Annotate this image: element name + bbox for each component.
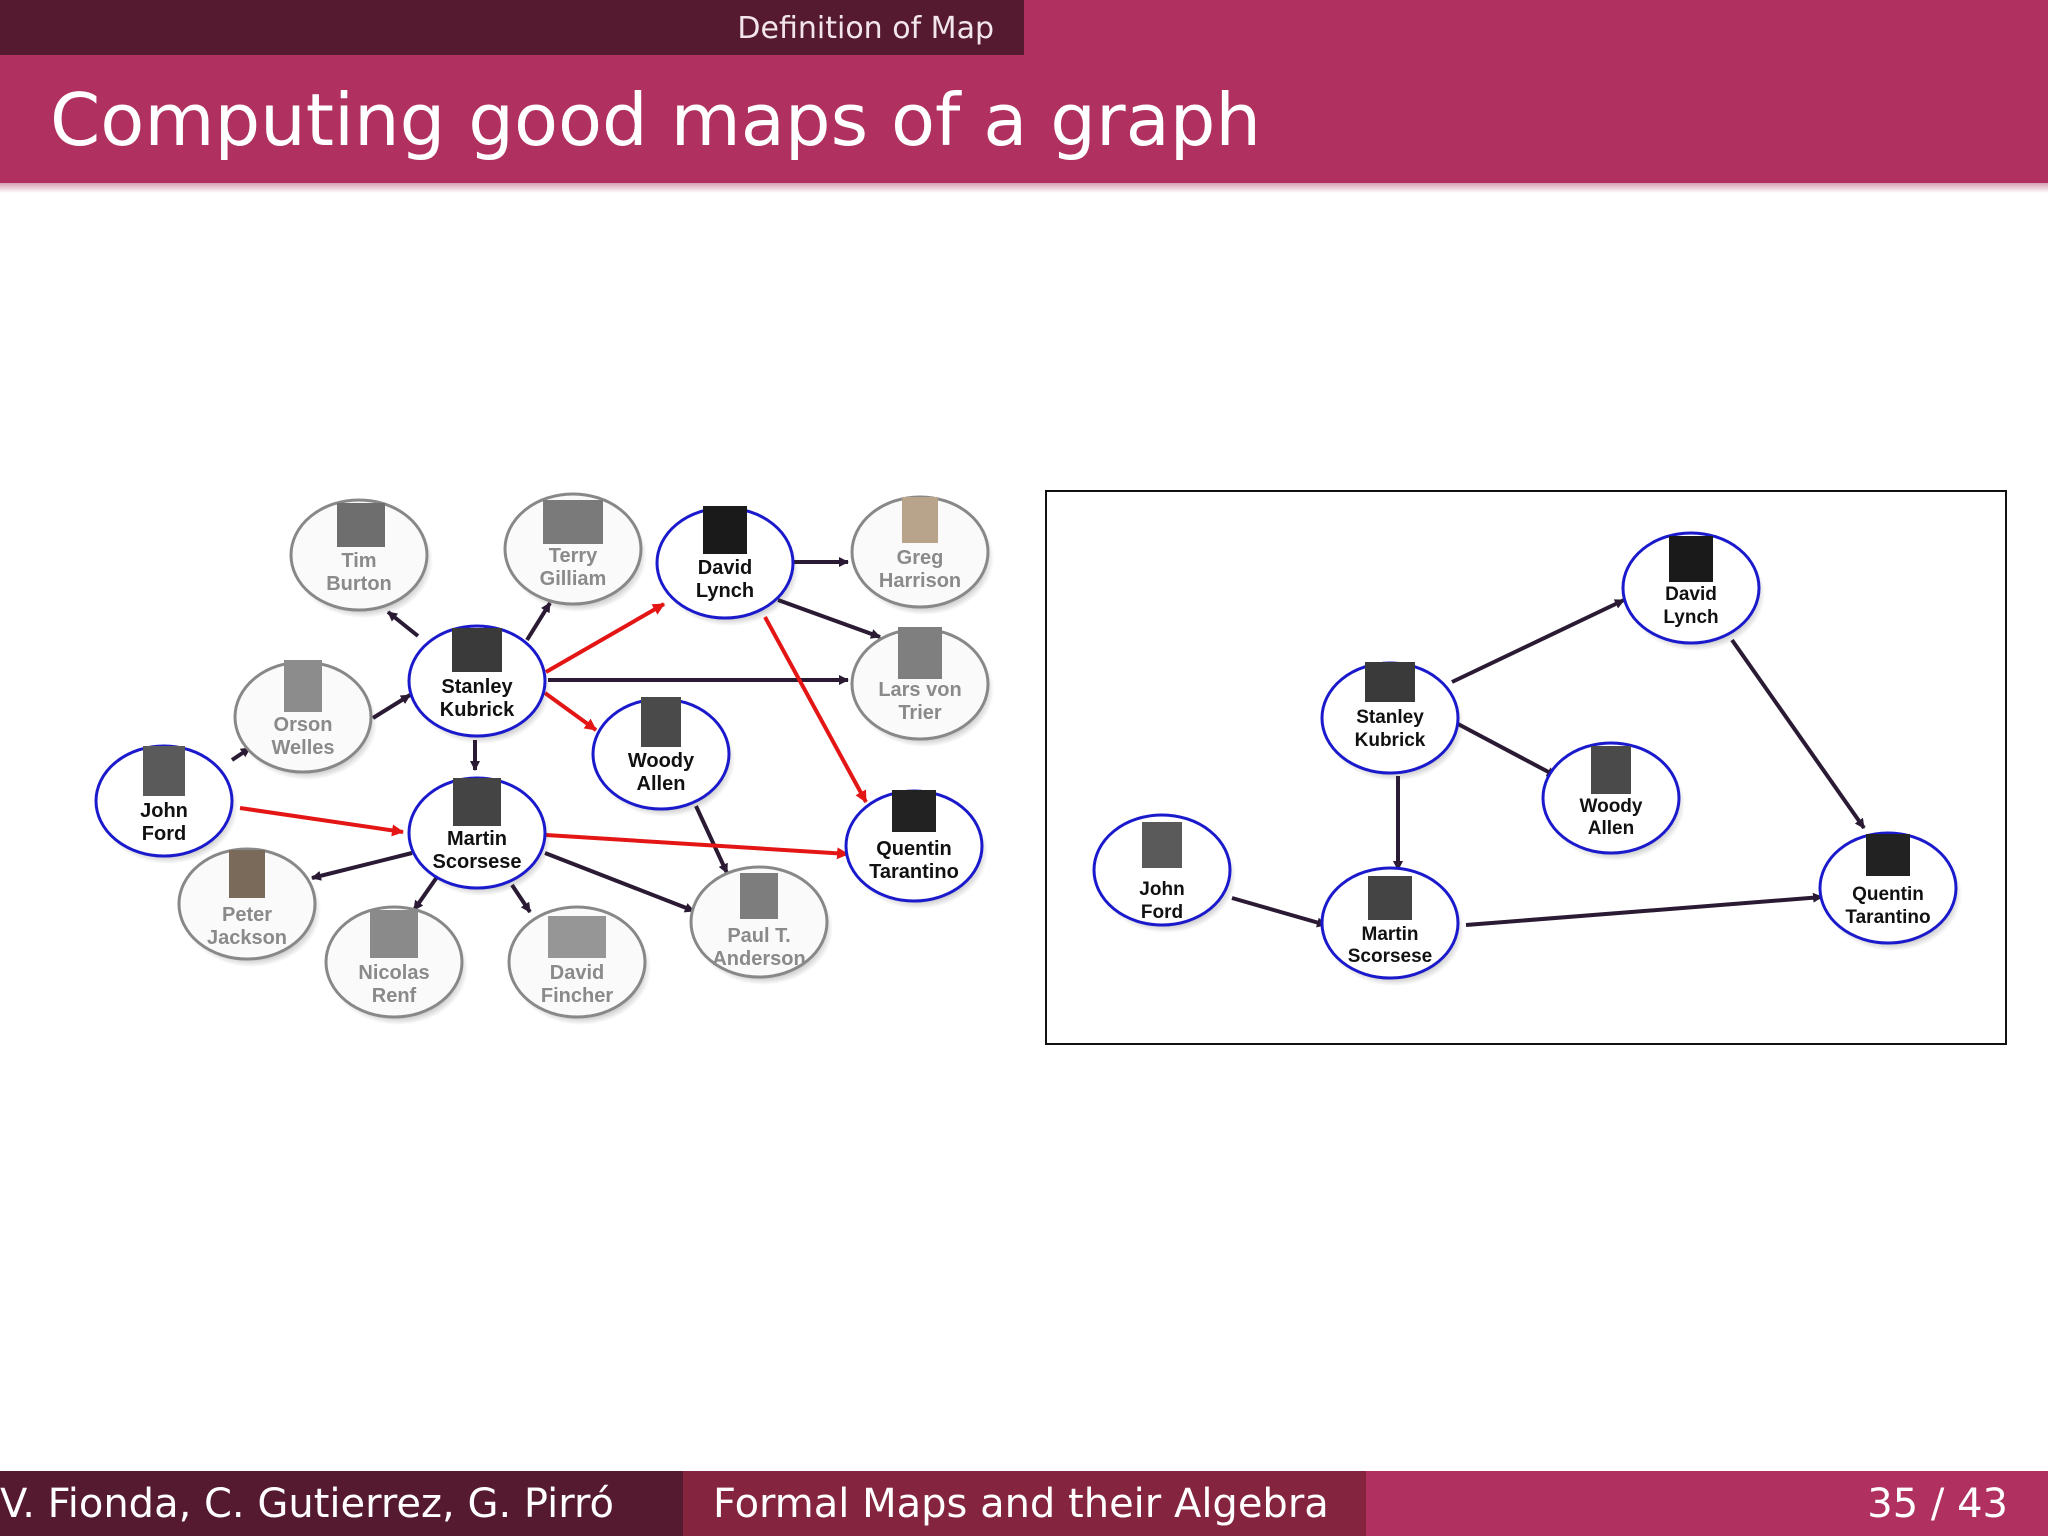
edge-kubrick-burton: [386, 610, 420, 638]
node-terry-gilliam: Terry Gilliam: [503, 492, 647, 612]
node-r-quentin-tarantino: Quentin Tarantino: [1818, 831, 1962, 951]
node-martin-scorsese: Martin Scorsese: [407, 776, 551, 896]
svg-text:John: John: [1139, 879, 1184, 900]
footer: V. Fionda, C. Gutierrez, G. Pirró Formal…: [0, 1471, 2048, 1536]
edge-scorsese-jackson: [311, 851, 413, 881]
svg-text:Lynch: Lynch: [1663, 607, 1718, 628]
node-david-lynch: David Lynch: [655, 506, 799, 626]
svg-text:Fincher: Fincher: [541, 985, 613, 1007]
svg-text:Allen: Allen: [637, 773, 686, 795]
right-graph: David Lynch Stanley Kubrick Woody Allen …: [1045, 490, 2007, 1045]
svg-text:Gilliam: Gilliam: [540, 568, 607, 590]
svg-text:Lynch: Lynch: [696, 580, 754, 602]
footer-authors: V. Fionda, C. Gutierrez, G. Pirró: [0, 1471, 683, 1536]
svg-text:Tarantino: Tarantino: [1845, 907, 1930, 928]
svg-text:Scorsese: Scorsese: [433, 851, 522, 873]
right-graph-frame: [1045, 490, 2007, 1045]
edge-r-scorsese-tarantino: [1465, 892, 1823, 927]
slide-title: Computing good maps of a graph: [50, 78, 1262, 162]
node-nicolas-renf: Nicolas Renf: [324, 905, 468, 1025]
node-peter-jackson: Peter Jackson: [177, 847, 321, 967]
svg-text:Woody: Woody: [628, 750, 695, 772]
svg-text:Kubrick: Kubrick: [440, 699, 515, 721]
edge-lynch-vontrier: [777, 598, 881, 639]
svg-text:Lars von: Lars von: [878, 679, 961, 701]
footer-page-number: 35 / 43: [1366, 1471, 2048, 1536]
node-r-john-ford: John Ford: [1092, 813, 1236, 933]
svg-text:Renf: Renf: [372, 985, 417, 1007]
svg-text:Nicolas: Nicolas: [358, 962, 429, 984]
edge-allen-anderson: [694, 805, 729, 874]
node-john-ford: John Ford: [94, 744, 238, 864]
node-quentin-tarantino: Quentin Tarantino: [844, 789, 988, 909]
svg-text:Quentin: Quentin: [1852, 884, 1924, 905]
edge-r-lynch-tarantino: [1730, 638, 1866, 830]
left-graph: Tim Burton Terry Gilliam Greg Harrison O…: [94, 492, 994, 1025]
svg-text:Paul T.: Paul T.: [727, 925, 790, 947]
node-david-fincher: David Fincher: [507, 905, 651, 1025]
svg-text:Burton: Burton: [326, 573, 392, 595]
node-woody-allen: Woody Allen: [591, 697, 735, 817]
svg-text:John: John: [140, 800, 188, 822]
node-r-david-lynch: David Lynch: [1621, 531, 1765, 651]
svg-text:Quentin: Quentin: [876, 838, 952, 860]
edge-red-scorsese-tarantino: [545, 833, 849, 860]
svg-text:Trier: Trier: [898, 702, 942, 724]
node-r-woody-allen: Woody Allen: [1541, 741, 1685, 861]
svg-text:David: David: [1665, 584, 1717, 605]
svg-text:Ford: Ford: [1141, 902, 1183, 923]
svg-text:Stanley: Stanley: [441, 676, 513, 698]
svg-text:Harrison: Harrison: [879, 570, 961, 592]
title-shadow: [0, 183, 2048, 193]
edge-scorsese-renf: [412, 875, 439, 912]
edge-welles-kubrick: [371, 693, 412, 720]
node-greg-harrison: Greg Harrison: [850, 495, 994, 615]
svg-text:Tim: Tim: [341, 550, 376, 572]
node-stanley-kubrick: Stanley Kubrick: [407, 624, 551, 744]
svg-text:Orson: Orson: [274, 714, 333, 736]
svg-text:Jackson: Jackson: [207, 927, 287, 949]
svg-text:Greg: Greg: [897, 547, 944, 569]
node-paul-anderson: Paul T. Anderson: [689, 865, 833, 985]
svg-text:Peter: Peter: [222, 904, 272, 926]
node-orson-welles: Orson Welles: [233, 660, 377, 780]
edge-red-lynch-tarantino: [763, 616, 868, 803]
edge-red-kubrick-allen: [543, 691, 598, 732]
footer-talk-title: Formal Maps and their Algebra: [683, 1471, 1366, 1536]
edge-r-kubrick-lynch: [1451, 598, 1625, 684]
edge-scorsese-fincher: [510, 883, 532, 914]
node-r-stanley-kubrick: Stanley Kubrick: [1320, 661, 1464, 781]
svg-text:Kubrick: Kubrick: [1355, 730, 1426, 751]
svg-text:Allen: Allen: [1588, 818, 1634, 839]
edge-scorsese-anderson: [544, 851, 695, 913]
edge-red-kubrick-lynch: [545, 602, 665, 674]
svg-text:David: David: [698, 557, 752, 579]
section-title: Definition of Map: [737, 11, 994, 46]
edge-r-kubrick-allen: [1457, 722, 1557, 778]
svg-text:Ford: Ford: [142, 823, 186, 845]
title-bar: [0, 55, 2048, 183]
svg-text:David: David: [550, 962, 604, 984]
svg-text:Martin: Martin: [447, 828, 507, 850]
svg-text:Welles: Welles: [272, 737, 335, 759]
edge-r-ford-scorsese: [1231, 896, 1327, 928]
svg-text:Terry: Terry: [549, 545, 598, 567]
svg-text:Scorsese: Scorsese: [1348, 946, 1433, 967]
svg-text:Martin: Martin: [1362, 924, 1419, 945]
node-lars-von-trier: Lars von Trier: [850, 627, 994, 747]
node-r-martin-scorsese: Martin Scorsese: [1320, 866, 1464, 986]
svg-text:Stanley: Stanley: [1356, 707, 1424, 728]
svg-text:Tarantino: Tarantino: [869, 861, 959, 883]
section-bar-dark: [0, 0, 1024, 55]
svg-text:Anderson: Anderson: [712, 948, 805, 970]
node-tim-burton: Tim Burton: [289, 498, 433, 618]
svg-text:Woody: Woody: [1580, 796, 1643, 817]
edge-red-ford-scorsese: [239, 806, 404, 837]
edge-kubrick-gilliam: [525, 601, 552, 642]
